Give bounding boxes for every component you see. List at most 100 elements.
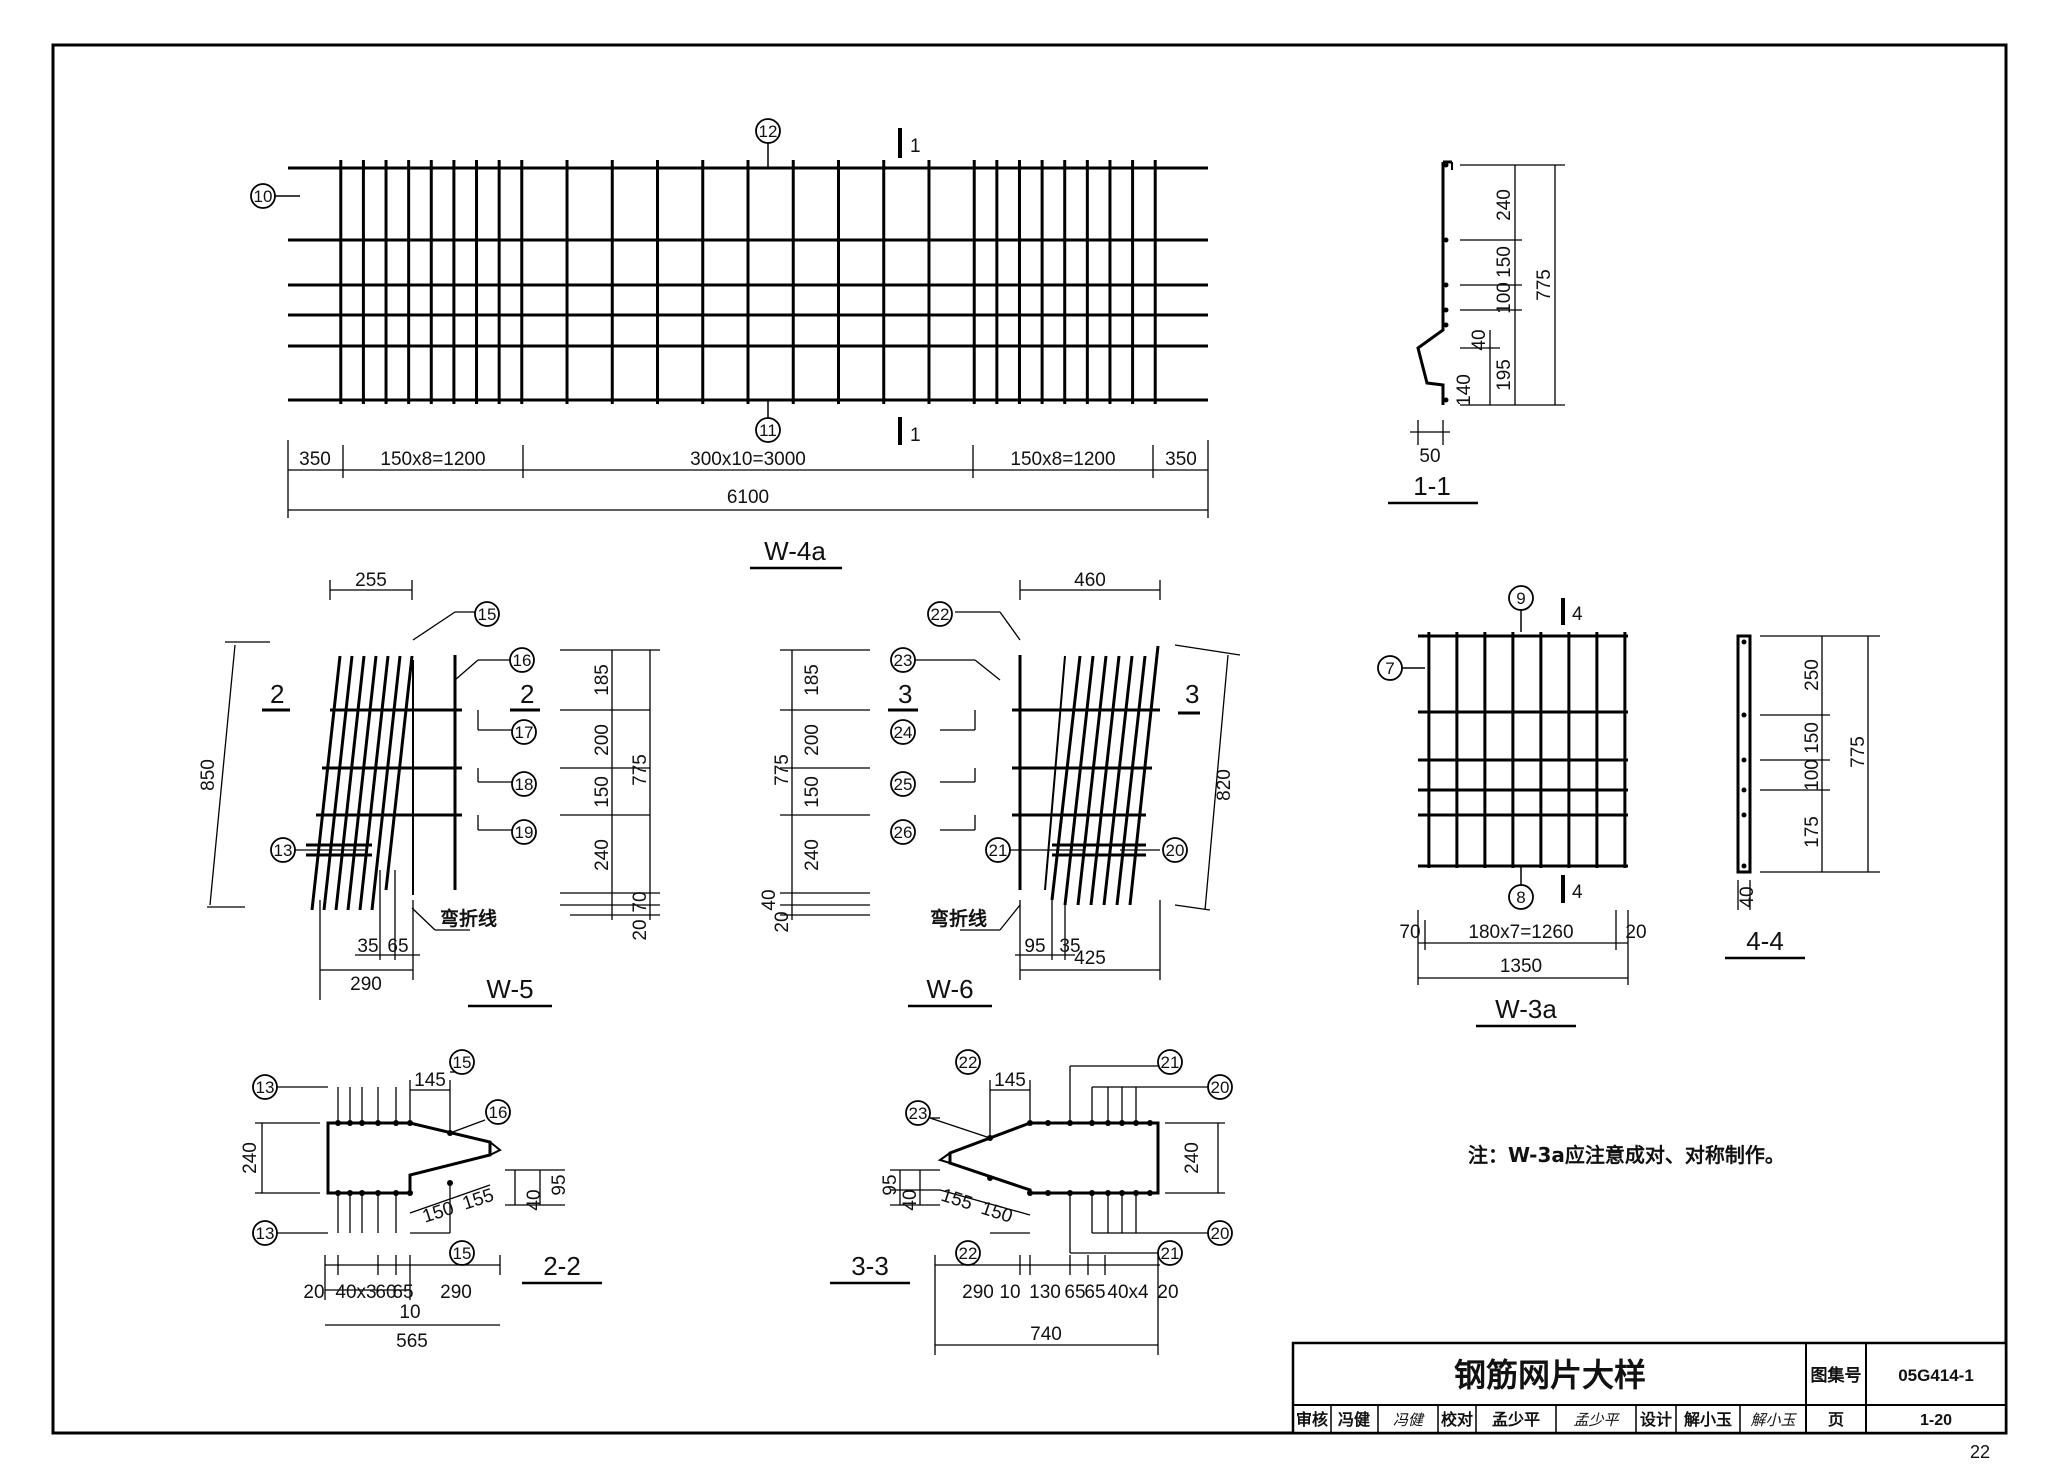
w6-dim: 150 xyxy=(802,776,823,808)
callout-22: 22 xyxy=(959,1244,978,1263)
sec11-dim: 150 xyxy=(1494,246,1515,278)
sheet-number: 22 xyxy=(1970,1442,1990,1462)
w5-section-mark-right: 2 xyxy=(520,679,534,709)
callout-22: 22 xyxy=(959,1053,978,1072)
callout-19: 19 xyxy=(515,823,534,842)
callout-7: 7 xyxy=(1385,659,1394,678)
w4a-dim: 150x8=1200 xyxy=(1010,449,1115,470)
w5-dim: 240 xyxy=(592,839,613,871)
w3a-section-mark-bottom: 4 xyxy=(1572,882,1583,903)
callout-20: 20 xyxy=(1211,1224,1230,1243)
sec22-callouts: 13 15 16 13 15 xyxy=(252,1049,511,1266)
sec22-dim: 40x3 xyxy=(335,1282,376,1303)
reviewer-signature: 冯健 xyxy=(1393,1411,1425,1429)
callout-12: 12 xyxy=(759,122,778,141)
sec22-dim-total: 565 xyxy=(396,1331,428,1352)
section-1-1: 240 150 100 195 775 40 140 50 1-1 xyxy=(1388,160,1565,505)
callout-23: 23 xyxy=(909,1104,928,1123)
sec44-caption: 4-4 xyxy=(1746,926,1784,956)
sec33-dim: 10 xyxy=(999,1282,1020,1303)
sec44-dim-total: 775 xyxy=(1848,736,1869,768)
w6-dim: 460 xyxy=(1074,570,1106,591)
page-number: 1-20 xyxy=(1920,1412,1952,1429)
callout-11: 11 xyxy=(759,421,777,440)
sec33-dim: 20 xyxy=(1157,1282,1178,1303)
sec22-dim: 10 xyxy=(399,1302,420,1323)
sec44-dim: 150 xyxy=(1802,722,1823,754)
sec11-dim: 50 xyxy=(1419,446,1440,467)
w3a-caption: W-3a xyxy=(1495,994,1557,1024)
callout-22: 22 xyxy=(931,605,950,624)
w4a-section-mark-bottom: 1 xyxy=(910,425,921,446)
sec22-dim: 145 xyxy=(414,1070,446,1091)
drawing-title: 钢筋网片大样 xyxy=(1454,1356,1646,1394)
sec44-dim: 250 xyxy=(1802,659,1823,691)
sec22-dim: 150 xyxy=(420,1198,457,1228)
callout-15: 15 xyxy=(453,1053,472,1072)
w5-caption: W-5 xyxy=(486,974,533,1004)
checker-name: 孟少平 xyxy=(1492,1410,1540,1429)
w3a-section-mark-top: 4 xyxy=(1572,604,1583,625)
w6-dim: 240 xyxy=(802,839,823,871)
sec44-dim: 100 xyxy=(1802,759,1823,791)
sec44-dim: 175 xyxy=(1802,816,1823,848)
w6-mesh xyxy=(1012,645,1160,906)
sec11-dim: 195 xyxy=(1494,359,1515,391)
w5-dim: 255 xyxy=(355,570,387,591)
w4a-dim: 150x8=1200 xyxy=(380,449,485,470)
w6-annotations: 460 185 200 150 240 775 40 20 820 95 35 … xyxy=(759,570,1241,1008)
section-4-4: 250 150 100 175 775 40 4-4 xyxy=(1725,634,1880,960)
callout-9: 9 xyxy=(1516,589,1525,608)
sec11-dim-total: 775 xyxy=(1534,269,1555,301)
callout-20: 20 xyxy=(1211,1078,1230,1097)
callout-21: 21 xyxy=(1161,1053,1180,1072)
w6-dim: 35 xyxy=(1059,936,1080,957)
callout-13: 13 xyxy=(274,841,293,860)
callout-15: 15 xyxy=(478,605,497,624)
review-label: 审核 xyxy=(1296,1410,1328,1429)
w5-dim: 850 xyxy=(198,759,219,791)
sec33-callouts: 22 21 20 23 22 21 20 xyxy=(905,1049,1233,1266)
w4a-mesh xyxy=(288,160,1208,404)
sec11-dim: 100 xyxy=(1494,282,1515,314)
sec44-dim: 40 xyxy=(1737,886,1758,907)
sec33-dim: 240 xyxy=(1182,1142,1203,1174)
sec22-dim: 65 xyxy=(392,1282,413,1303)
callout-17: 17 xyxy=(515,723,534,742)
w6-dim: 95 xyxy=(1024,936,1045,957)
w5-dim: 290 xyxy=(350,974,382,995)
w6-caption: W-6 xyxy=(926,974,973,1004)
callout-8: 8 xyxy=(1516,888,1525,907)
w3a-dim-total: 1350 xyxy=(1500,956,1542,977)
callout-26: 26 xyxy=(894,823,913,842)
sec33-dim: 145 xyxy=(994,1070,1026,1091)
w5-section-mark-left: 2 xyxy=(270,679,284,709)
w5-dim: 200 xyxy=(592,724,613,756)
w3a-annotations: 9 7 8 4 4 70 180x7=1260 20 1350 W-3a xyxy=(1377,585,1647,1028)
w3a-dim: 20 xyxy=(1625,922,1646,943)
w6-callouts: 22 23 24 25 26 21 20 xyxy=(890,601,1188,863)
checker-signature: 孟少平 xyxy=(1573,1411,1620,1429)
page-label: 页 xyxy=(1828,1410,1844,1429)
w6-dim: 185 xyxy=(802,664,823,696)
w6-bend-label: 弯折线 xyxy=(930,907,987,930)
sec33-dim: 65 xyxy=(1084,1282,1105,1303)
sheet-frame xyxy=(51,43,2008,1435)
w6-section-mark-right: 3 xyxy=(1185,679,1199,709)
sec22-dim: 40 xyxy=(524,1189,545,1210)
sec11-dim: 240 xyxy=(1494,189,1515,221)
callout-20: 20 xyxy=(1166,841,1185,860)
w5-dim: 20 xyxy=(630,919,651,940)
section-2-2: 13 15 16 13 15 145 240 150 155 40 95 20 … xyxy=(240,1049,602,1352)
w4a-dim: 350 xyxy=(1165,449,1197,470)
callout-21: 21 xyxy=(989,841,1008,860)
callout-25: 25 xyxy=(894,775,913,794)
w3a-mesh xyxy=(1418,632,1628,868)
sec22-dim: 20 xyxy=(303,1282,324,1303)
designer-name: 解小玉 xyxy=(1684,1410,1732,1429)
design-label: 设计 xyxy=(1640,1410,1672,1429)
sec22-dim: 95 xyxy=(549,1174,570,1195)
w4a-annotations: 10 12 11 1 1 350 150x8=1200 300x10=3000 … xyxy=(250,118,1209,570)
sec22-caption: 2-2 xyxy=(543,1251,581,1281)
